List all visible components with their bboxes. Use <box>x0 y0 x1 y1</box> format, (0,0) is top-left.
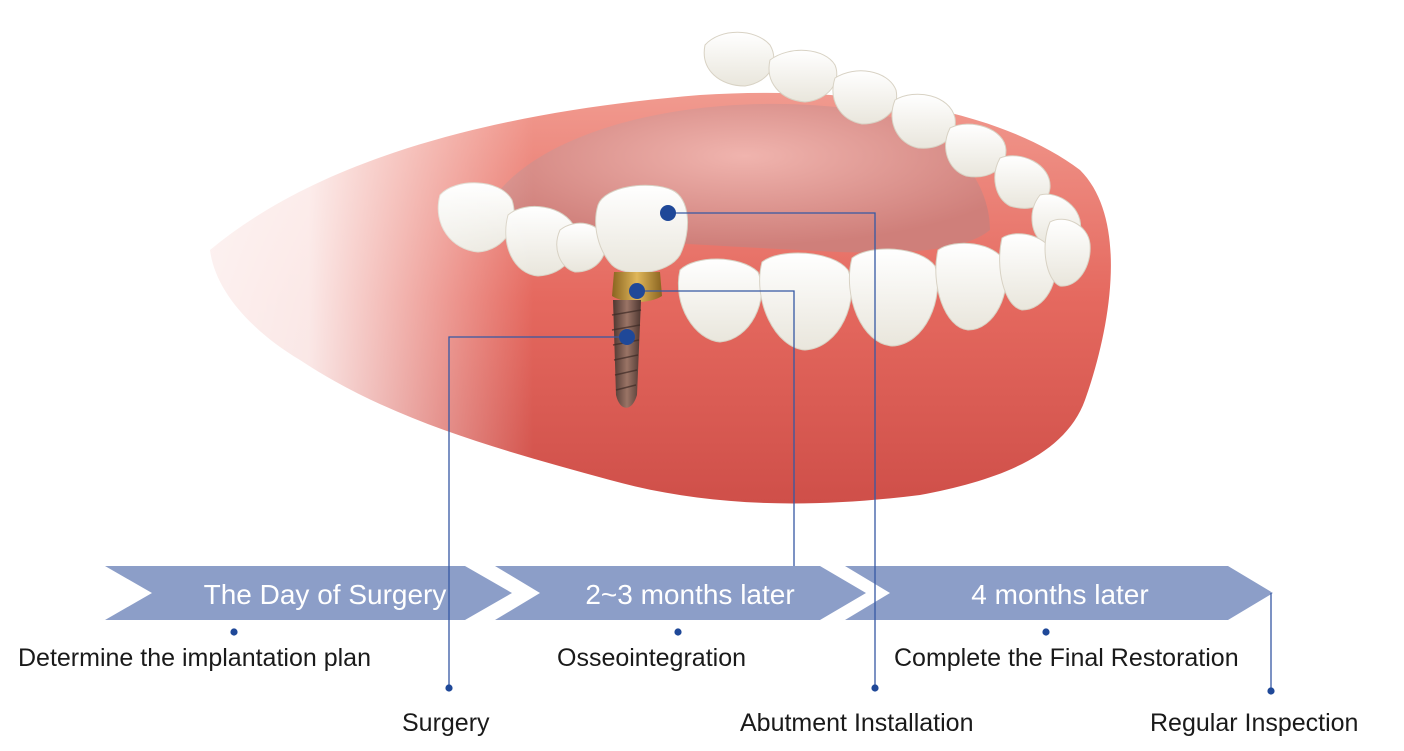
dot-step-3 <box>1042 628 1050 636</box>
step-label-1: Determine the implantation plan <box>18 644 371 672</box>
connector-surgery <box>448 336 627 686</box>
step-label-2: Osseointegration <box>557 644 747 672</box>
dot-callout-inspection <box>1267 687 1275 695</box>
timeline-banners <box>105 566 1273 620</box>
connector-osseointegration <box>637 290 795 566</box>
dot-abutment <box>629 283 645 299</box>
jaw-illustration <box>0 0 1404 560</box>
callout-label-surgery: Surgery <box>402 709 490 737</box>
callout-connectors <box>448 212 1272 690</box>
stage-title-1: The Day of Surgery <box>203 579 447 610</box>
stage-title-3: 4 months later <box>971 579 1149 610</box>
stage-title-2: 2~3 months later <box>585 579 795 610</box>
step-label-3: Complete the Final Restoration <box>894 644 1239 672</box>
timeline-banner-2 <box>495 566 866 620</box>
dot-step-1 <box>230 628 238 636</box>
callout-label-abutment: Abutment Installation <box>740 709 974 737</box>
callout-dots <box>230 205 1275 695</box>
connector-abutment <box>668 212 876 686</box>
timeline-banner-1 <box>105 566 512 620</box>
dot-crown <box>660 205 676 221</box>
dot-callout-abutment <box>871 684 879 692</box>
left-fade-overlay <box>0 0 1404 560</box>
dot-screw <box>619 329 635 345</box>
callout-label-inspection: Regular Inspection <box>1150 709 1359 737</box>
timeline-banner-3 <box>845 566 1273 620</box>
dot-callout-surgery <box>445 684 453 692</box>
dot-step-2 <box>674 628 682 636</box>
